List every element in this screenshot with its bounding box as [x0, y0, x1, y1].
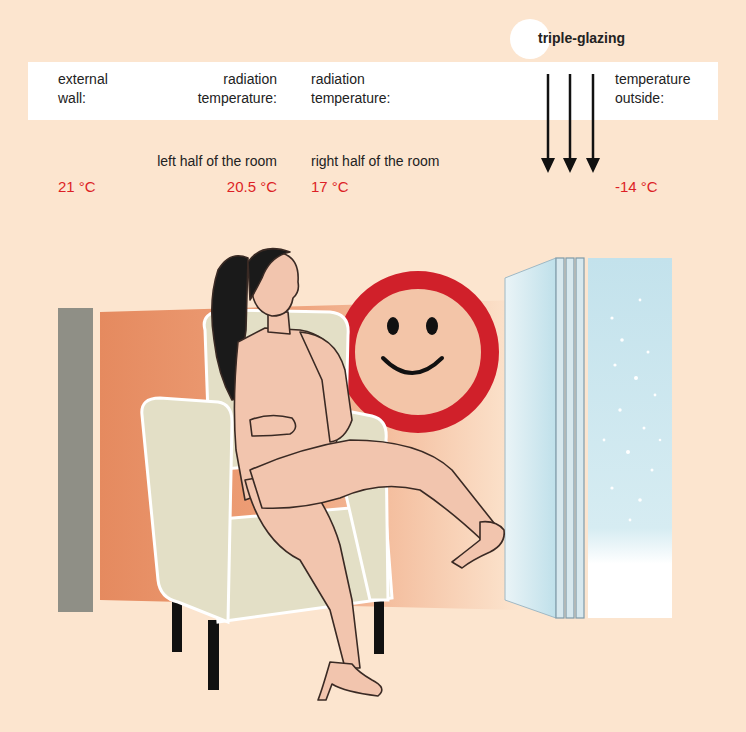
- arrow-shaft: [592, 74, 595, 160]
- glass-pane: [556, 258, 564, 618]
- smiley-mouth: [383, 358, 442, 373]
- column-heading: radiation temperature:: [187, 70, 277, 108]
- glass-pane: [505, 258, 556, 618]
- chair-arm: [142, 398, 232, 622]
- glass-pane: [566, 258, 574, 618]
- arrow-head: [563, 158, 577, 173]
- column-heading: radiation temperature:: [311, 70, 401, 108]
- chair-leg: [374, 598, 384, 654]
- header-band: external wall: radiation temperature: radi…: [28, 62, 718, 120]
- tag-label: triple-glazing: [538, 29, 648, 48]
- hand: [250, 415, 296, 436]
- window: [505, 258, 672, 618]
- arrow-shaft: [547, 74, 550, 160]
- smiley-eye: [387, 317, 399, 335]
- arrow-shaft: [569, 74, 572, 160]
- hair: [248, 249, 290, 300]
- chair-leg: [208, 620, 219, 690]
- arrow-head: [586, 158, 600, 173]
- arrow-head: [541, 158, 555, 173]
- arm: [300, 332, 352, 442]
- smiley-face: [346, 280, 490, 424]
- shoe: [452, 522, 504, 568]
- zone-label: left half of the room: [97, 152, 277, 170]
- temperature-value: -14 °C: [615, 178, 695, 196]
- smiley-eye: [426, 317, 438, 335]
- zone-label: right half of the room: [311, 152, 491, 170]
- cold-arrows: [541, 74, 600, 173]
- snowflakes: [603, 299, 662, 522]
- smiley: [346, 280, 490, 424]
- temperature-value: 20.5 °C: [177, 178, 277, 196]
- glass-pane: [576, 258, 584, 618]
- woman: [212, 249, 504, 700]
- chair-leg: [172, 600, 182, 652]
- glazing-tag: triple-glazing: [509, 18, 625, 60]
- temperature-value: 17 °C: [311, 178, 391, 196]
- shoe: [318, 662, 382, 700]
- crossed-leg: [250, 440, 498, 542]
- outside-view: [588, 258, 672, 618]
- temperature-value: 21 °C: [58, 178, 138, 196]
- column-heading: temperature outside:: [615, 70, 705, 108]
- external-wall: [58, 308, 93, 612]
- column-heading: external wall:: [58, 70, 128, 108]
